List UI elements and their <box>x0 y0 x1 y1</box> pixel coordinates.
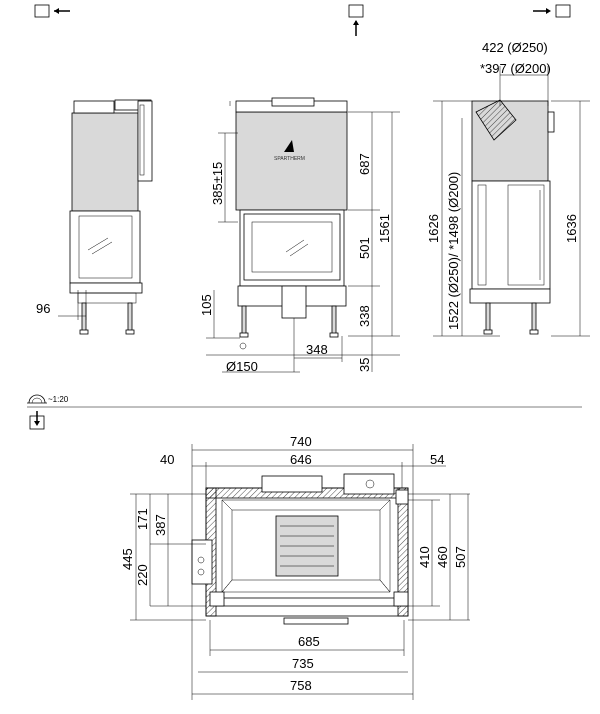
view-left-icon <box>34 4 70 18</box>
front-view <box>206 97 400 373</box>
side-view <box>433 66 590 337</box>
dim-side-422: 422 (Ø250) <box>482 40 548 55</box>
dim-plan-735: 735 <box>292 656 314 671</box>
view-right-icon <box>533 4 571 18</box>
dim-plan-171: 171 <box>135 508 150 530</box>
dim-side-1626: 1626 <box>426 214 441 243</box>
dim-front-105: 105 <box>199 294 214 316</box>
dim-plan-410: 410 <box>417 546 432 568</box>
dim-plan-54: 54 <box>430 452 444 467</box>
dim-plan-40: 40 <box>160 452 174 467</box>
plan-view <box>130 444 470 700</box>
dim-front-348: 348 <box>306 342 328 357</box>
dim-side-1522: 1522 (Ø250)/ *1498 (Ø200) <box>446 172 461 330</box>
dim-front-1561: 1561 <box>377 214 392 243</box>
dim-plan-220: 220 <box>135 564 150 586</box>
plan-view-icon <box>29 411 45 430</box>
scale-label: ~1:20 <box>48 395 69 404</box>
dim-plan-758: 758 <box>290 678 312 693</box>
dim-plan-646: 646 <box>290 452 312 467</box>
dim-front-385: 385±15 <box>210 162 225 205</box>
left-view <box>58 99 153 335</box>
dim-plan-740: 740 <box>290 434 312 449</box>
view-front-icon <box>348 4 364 36</box>
brand-label: SPARTHERM <box>274 156 305 162</box>
dim-front-35: 35 <box>357 358 372 372</box>
dim-front-338: 338 <box>357 305 372 327</box>
dim-side-1636: 1636 <box>564 214 579 243</box>
dim-front-501: 501 <box>357 237 372 259</box>
dim-plan-387: 387 <box>153 514 168 536</box>
dim-front-687: 687 <box>357 153 372 175</box>
dim-plan-685: 685 <box>298 634 320 649</box>
scale-icon <box>27 394 47 404</box>
dim-plan-445: 445 <box>120 548 135 570</box>
dim-front-150: Ø150 <box>226 359 258 374</box>
dim-left-96: 96 <box>36 301 50 316</box>
dim-plan-460: 460 <box>435 546 450 568</box>
dim-side-397: *397 (Ø200) <box>480 61 551 76</box>
dim-plan-507: 507 <box>453 546 468 568</box>
